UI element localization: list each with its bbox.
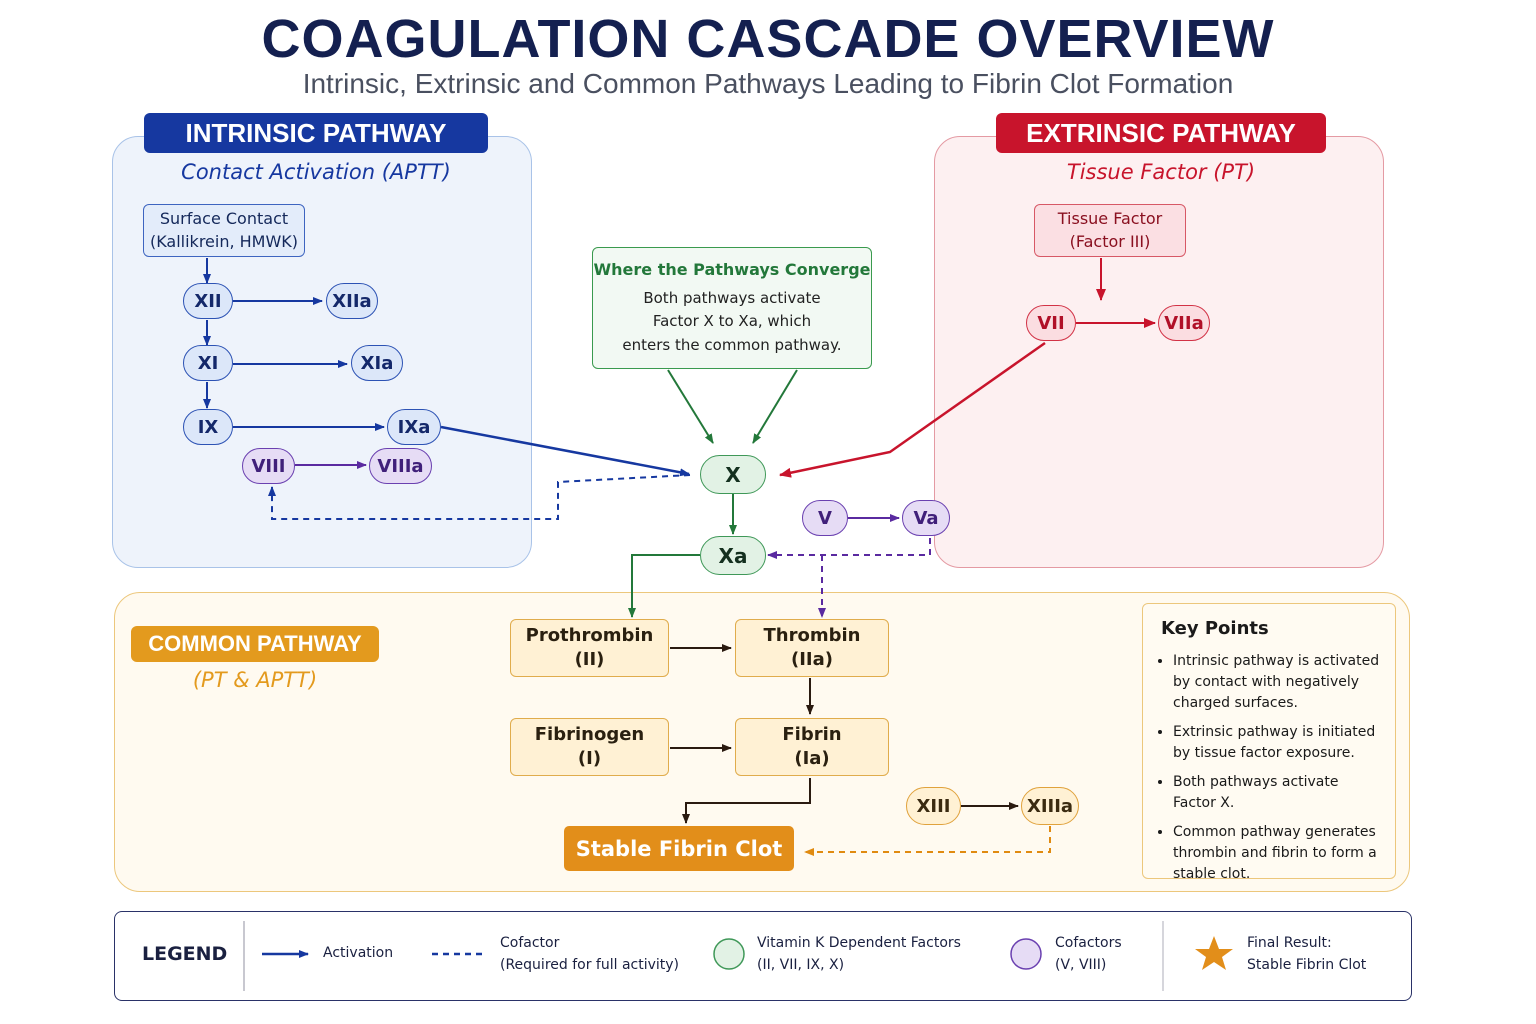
fibrinogen-box: Fibrinogen (I) [510, 718, 669, 776]
common-banner: COMMON PATHWAY [131, 626, 379, 662]
surface-contact-line2: (Kallikrein, HMWK) [149, 231, 299, 251]
legend-cof-line2: (V, VIII) [1055, 956, 1107, 973]
legend-title: LEGEND [142, 943, 228, 965]
extrinsic-banner: EXTRINSIC PATHWAY [996, 113, 1326, 153]
convergence-box: Where the Pathways Converge Both pathway… [592, 247, 872, 369]
thrombin-line2: (IIa) [791, 649, 833, 670]
legend-cofactors-label: Cofactors (V, VIII) [1055, 933, 1122, 976]
factor-xiiia: XIIIa [1021, 787, 1079, 825]
star-icon [1195, 936, 1233, 970]
key-points-box: Key Points Intrinsic pathway is activate… [1142, 603, 1396, 882]
factor-xi: XI [183, 345, 233, 381]
legend-vitk-line2: (II, VII, IX, X) [757, 956, 845, 973]
factor-xiia: XIIa [326, 283, 378, 319]
prothrombin-line1: Prothrombin [525, 624, 654, 646]
stable-fibrin-clot: Stable Fibrin Clot [564, 826, 794, 871]
key-point-item: Extrinsic pathway is initiated by tissue… [1173, 722, 1381, 764]
common-subtitle: (PT & APTT) [192, 668, 318, 692]
legend-divider [243, 921, 245, 991]
surface-contact-line1: Surface Contact [159, 209, 289, 229]
factor-ixa: IXa [387, 409, 441, 445]
factor-xiii: XIII [906, 787, 961, 825]
fibrin-line1: Fibrin [782, 723, 842, 745]
factor-viia: VIIa [1158, 305, 1210, 341]
factor-va: Va [902, 500, 950, 536]
legend-cofactor-line1: Cofactor [500, 935, 560, 951]
page-subtitle: Intrinsic, Extrinsic and Common Pathways… [302, 68, 1234, 99]
page-title: COAGULATION CASCADE OVERVIEW [261, 9, 1275, 69]
fibrinogen-line1: Fibrinogen [534, 723, 645, 745]
factor-xii: XII [183, 283, 233, 319]
factor-v: V [802, 500, 848, 536]
thrombin-box: Thrombin (IIa) [735, 619, 889, 677]
intrinsic-subtitle: Contact Activation (APTT) [181, 160, 451, 184]
legend-vitamin-k-swatch [713, 938, 745, 970]
legend-final-line1: Final Result: [1247, 935, 1332, 951]
legend-cof-line1: Cofactors [1055, 935, 1122, 951]
factor-ix: IX [183, 409, 233, 445]
convergence-line3: enters the common pathway. [622, 335, 842, 354]
legend-cofactor-label: Cofactor (Required for full activity) [500, 933, 679, 976]
convergence-line1: Both pathways activate [643, 289, 821, 307]
legend-vitamin-k-label: Vitamin K Dependent Factors (II, VII, IX… [757, 933, 961, 976]
legend-vitk-line1: Vitamin K Dependent Factors [757, 935, 961, 951]
convergence-title: Where the Pathways Converge [593, 260, 871, 279]
legend-box [114, 911, 1412, 1001]
fibrinogen-line2: (I) [577, 748, 602, 769]
key-points-title: Key Points [1161, 618, 1269, 639]
legend-activation-label: Activation [323, 945, 394, 961]
thrombin-line1: Thrombin [763, 624, 861, 646]
legend-final-label: Final Result: Stable Fibrin Clot [1247, 933, 1366, 976]
prothrombin-box: Prothrombin (II) [510, 619, 669, 677]
factor-viii: VIII [242, 448, 295, 484]
legend-cofactor-line2: (Required for full activity) [500, 956, 680, 973]
tissue-factor-box: Tissue Factor(Factor III) [1034, 204, 1186, 257]
factor-x: X [700, 455, 766, 494]
key-point-item: Both pathways activate Factor X. [1173, 772, 1381, 814]
fibrin-box: Fibrin (Ia) [735, 718, 889, 776]
factor-xa: Xa [700, 536, 766, 575]
surface-contact-box: Surface Contact(Kallikrein, HMWK) [143, 204, 305, 257]
key-point-item: Common pathway generates thrombin and fi… [1173, 822, 1381, 885]
extrinsic-subtitle: Tissue Factor (PT) [1066, 160, 1256, 184]
factor-viiia: VIIIa [369, 448, 432, 484]
key-point-item: Intrinsic pathway is activated by contac… [1173, 651, 1381, 714]
prothrombin-line2: (II) [574, 649, 605, 670]
legend-final-line2: Stable Fibrin Clot [1247, 956, 1367, 973]
tissue-factor-line2: (Factor III) [1069, 231, 1151, 251]
factor-xia: XIa [351, 345, 403, 381]
factor-vii: VII [1026, 305, 1076, 341]
convergence-line2: Factor X to Xa, which [652, 312, 812, 331]
intrinsic-banner: INTRINSIC PATHWAY [144, 113, 488, 153]
tissue-factor-line1: Tissue Factor [1057, 209, 1163, 229]
fibrin-line2: (Ia) [794, 748, 830, 769]
legend-cofactor-swatch [1010, 938, 1042, 970]
